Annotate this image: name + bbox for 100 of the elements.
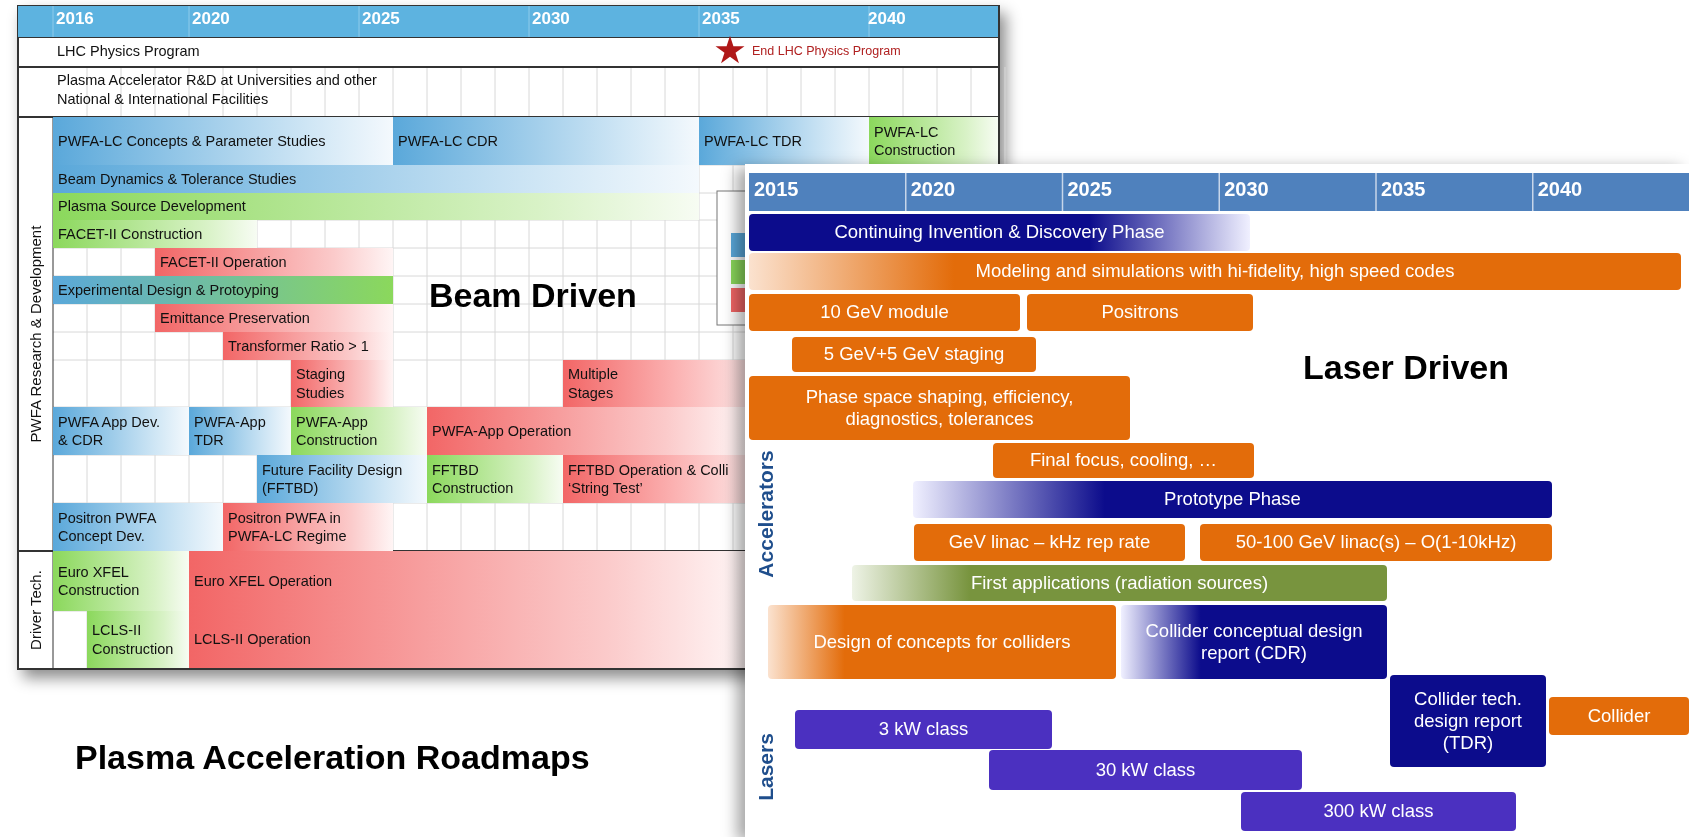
timeline-bar [53,117,393,165]
timeline-bar [393,117,699,165]
bar-label: PWFA-App Construction [296,412,379,450]
bar-label: Positrons [1101,301,1179,324]
timeline-bar [155,248,393,276]
bar-label: FFTBD Construction [432,460,515,498]
bar-label: Collider conceptual design report (CDR) [1144,619,1364,665]
bar-label: Continuing Invention & Discovery Phase [834,221,1165,244]
timeline-bar [53,407,189,455]
bar-label: Transformer Ratio > 1 [228,336,369,356]
timeline-bar [768,605,1116,679]
bar-label: Prototype Phase [1164,488,1301,511]
timeline-bar [749,294,1020,331]
timeline-bar [291,360,393,407]
timeline-bar [869,117,998,165]
timeline-bar [852,565,1387,601]
bar-label: Modeling and simulations with hi-fidelity, high speed codes [975,260,1455,283]
bar-label: Staging Studies [296,365,347,402]
timeline-bar [749,376,1130,440]
timeline-bar [53,193,699,220]
row-group-label: Driver Tech. [26,570,44,650]
timeline-bar [749,214,1250,251]
year-label: 2015 [754,178,799,201]
bar-label: GeV linac – kHz rep rate [948,531,1151,554]
timeline-bar [913,481,1552,518]
timeline-bar [427,407,745,455]
section-heading: Laser Driven [1303,348,1509,387]
bar-label: Multiple Stages [568,365,619,402]
timeline-bar [1549,697,1689,735]
bar-label: PWFA-App TDR [194,412,267,450]
row-group-label: PWFA Research & Development [26,225,44,443]
bar-label: Plasma Source Development [58,197,246,216]
bar-label: PWFA-LC Construction [874,122,957,160]
timeline-bar [1390,675,1546,767]
year-label: 2025 [1067,178,1112,201]
bar-label: Euro XFEL Operation [194,571,333,591]
timeline-bar [189,407,291,455]
row-group-label: Lasers [754,733,778,801]
year-label: 2040 [1537,178,1583,201]
timeline-bar [993,443,1254,478]
bar-label: 50-100 GeV linac(s) – O(1-10kHz) [1235,531,1517,554]
bar-label: PWFA-App Operation [432,421,572,441]
timeline-bar [427,455,563,503]
timeline-bar [53,551,189,611]
bar-label: LCLS-II Operation [194,630,311,649]
year-label: 2030 [1224,178,1269,201]
timeline-bar [155,304,393,332]
timeline-bar [792,337,1036,372]
bar-label: PWFA-LC Concepts & Parameter Studies [58,131,326,151]
timeline-bar [1027,294,1253,331]
bar-label: 300 kW class [1323,800,1434,823]
bar-label: Experimental Design & Protoyping [58,280,279,300]
bar-label: Collider [1587,704,1651,728]
bar-label: PWFA-LC TDR [704,131,803,151]
timeline-bar [223,503,393,551]
bar-label: Emittance Preservation [160,308,310,328]
row-label: Plasma Accelerator R&D at Universities and other National & International Facilities [57,71,378,109]
bar-label: 3 kW class [878,718,969,741]
bar-label: 5 GeV+5 GeV staging [823,343,1005,366]
timeline-bar [53,220,257,248]
row-group-label: Accelerators [754,450,778,578]
timeline-bar [291,407,427,455]
timeline-bar [53,503,223,551]
year-label: 2020 [192,9,230,29]
milestone-label: End LHC Physics Program [752,44,901,58]
bar-label: Phase space shaping, efficiency, diagnostics, tolerances [804,385,1075,431]
timeline-bar [1200,524,1552,561]
bar-label: Positron PWFA Concept Dev. [58,508,158,546]
bar-label: 30 kW class [1095,758,1196,782]
timeline-bar [189,611,745,668]
timeline-bar [749,253,1681,290]
bar-label: Beam Dynamics & Tolerance Studies [58,169,297,189]
row-label: LHC Physics Program [57,43,200,59]
timeline-bar [257,455,427,503]
section-heading: Beam Driven [429,276,637,315]
year-label: 2040 [868,9,906,29]
timeline-bar [1121,605,1387,679]
year-label: 2030 [532,9,570,29]
year-label: 2020 [910,178,956,201]
year-label: 2035 [702,9,740,29]
timeline-bar [53,276,393,304]
bar-label: FACET-II Construction [58,224,203,244]
timeline-bar [87,611,189,668]
timeline-bar [795,710,1052,749]
bar-label: 10 GeV module [820,301,949,324]
year-label: 2016 [56,9,94,29]
title: Plasma Acceleration Roadmaps [75,738,590,777]
timeline-bar [989,750,1302,790]
bar-label: FFTBD Operation & Colli ‘String Test’ [568,460,730,498]
bar-label: PWFA App Dev. & CDR [58,412,162,450]
timeline-bar [563,455,745,503]
timeline-bar [1241,792,1516,831]
bar-label: Euro XFEL Construction [58,562,141,600]
bar-label: Future Facility Design (FFTBD) [262,460,404,498]
bar-label: Final focus, cooling, … [1029,449,1218,472]
bar-label: LCLS-II Construction [92,621,175,658]
timeline-bar [223,332,393,360]
year-label: 2025 [362,9,400,29]
bar-label: Positron PWFA in PWFA-LC Regime [228,508,348,546]
bar-label: Design of concepts for colliders [813,630,1071,654]
